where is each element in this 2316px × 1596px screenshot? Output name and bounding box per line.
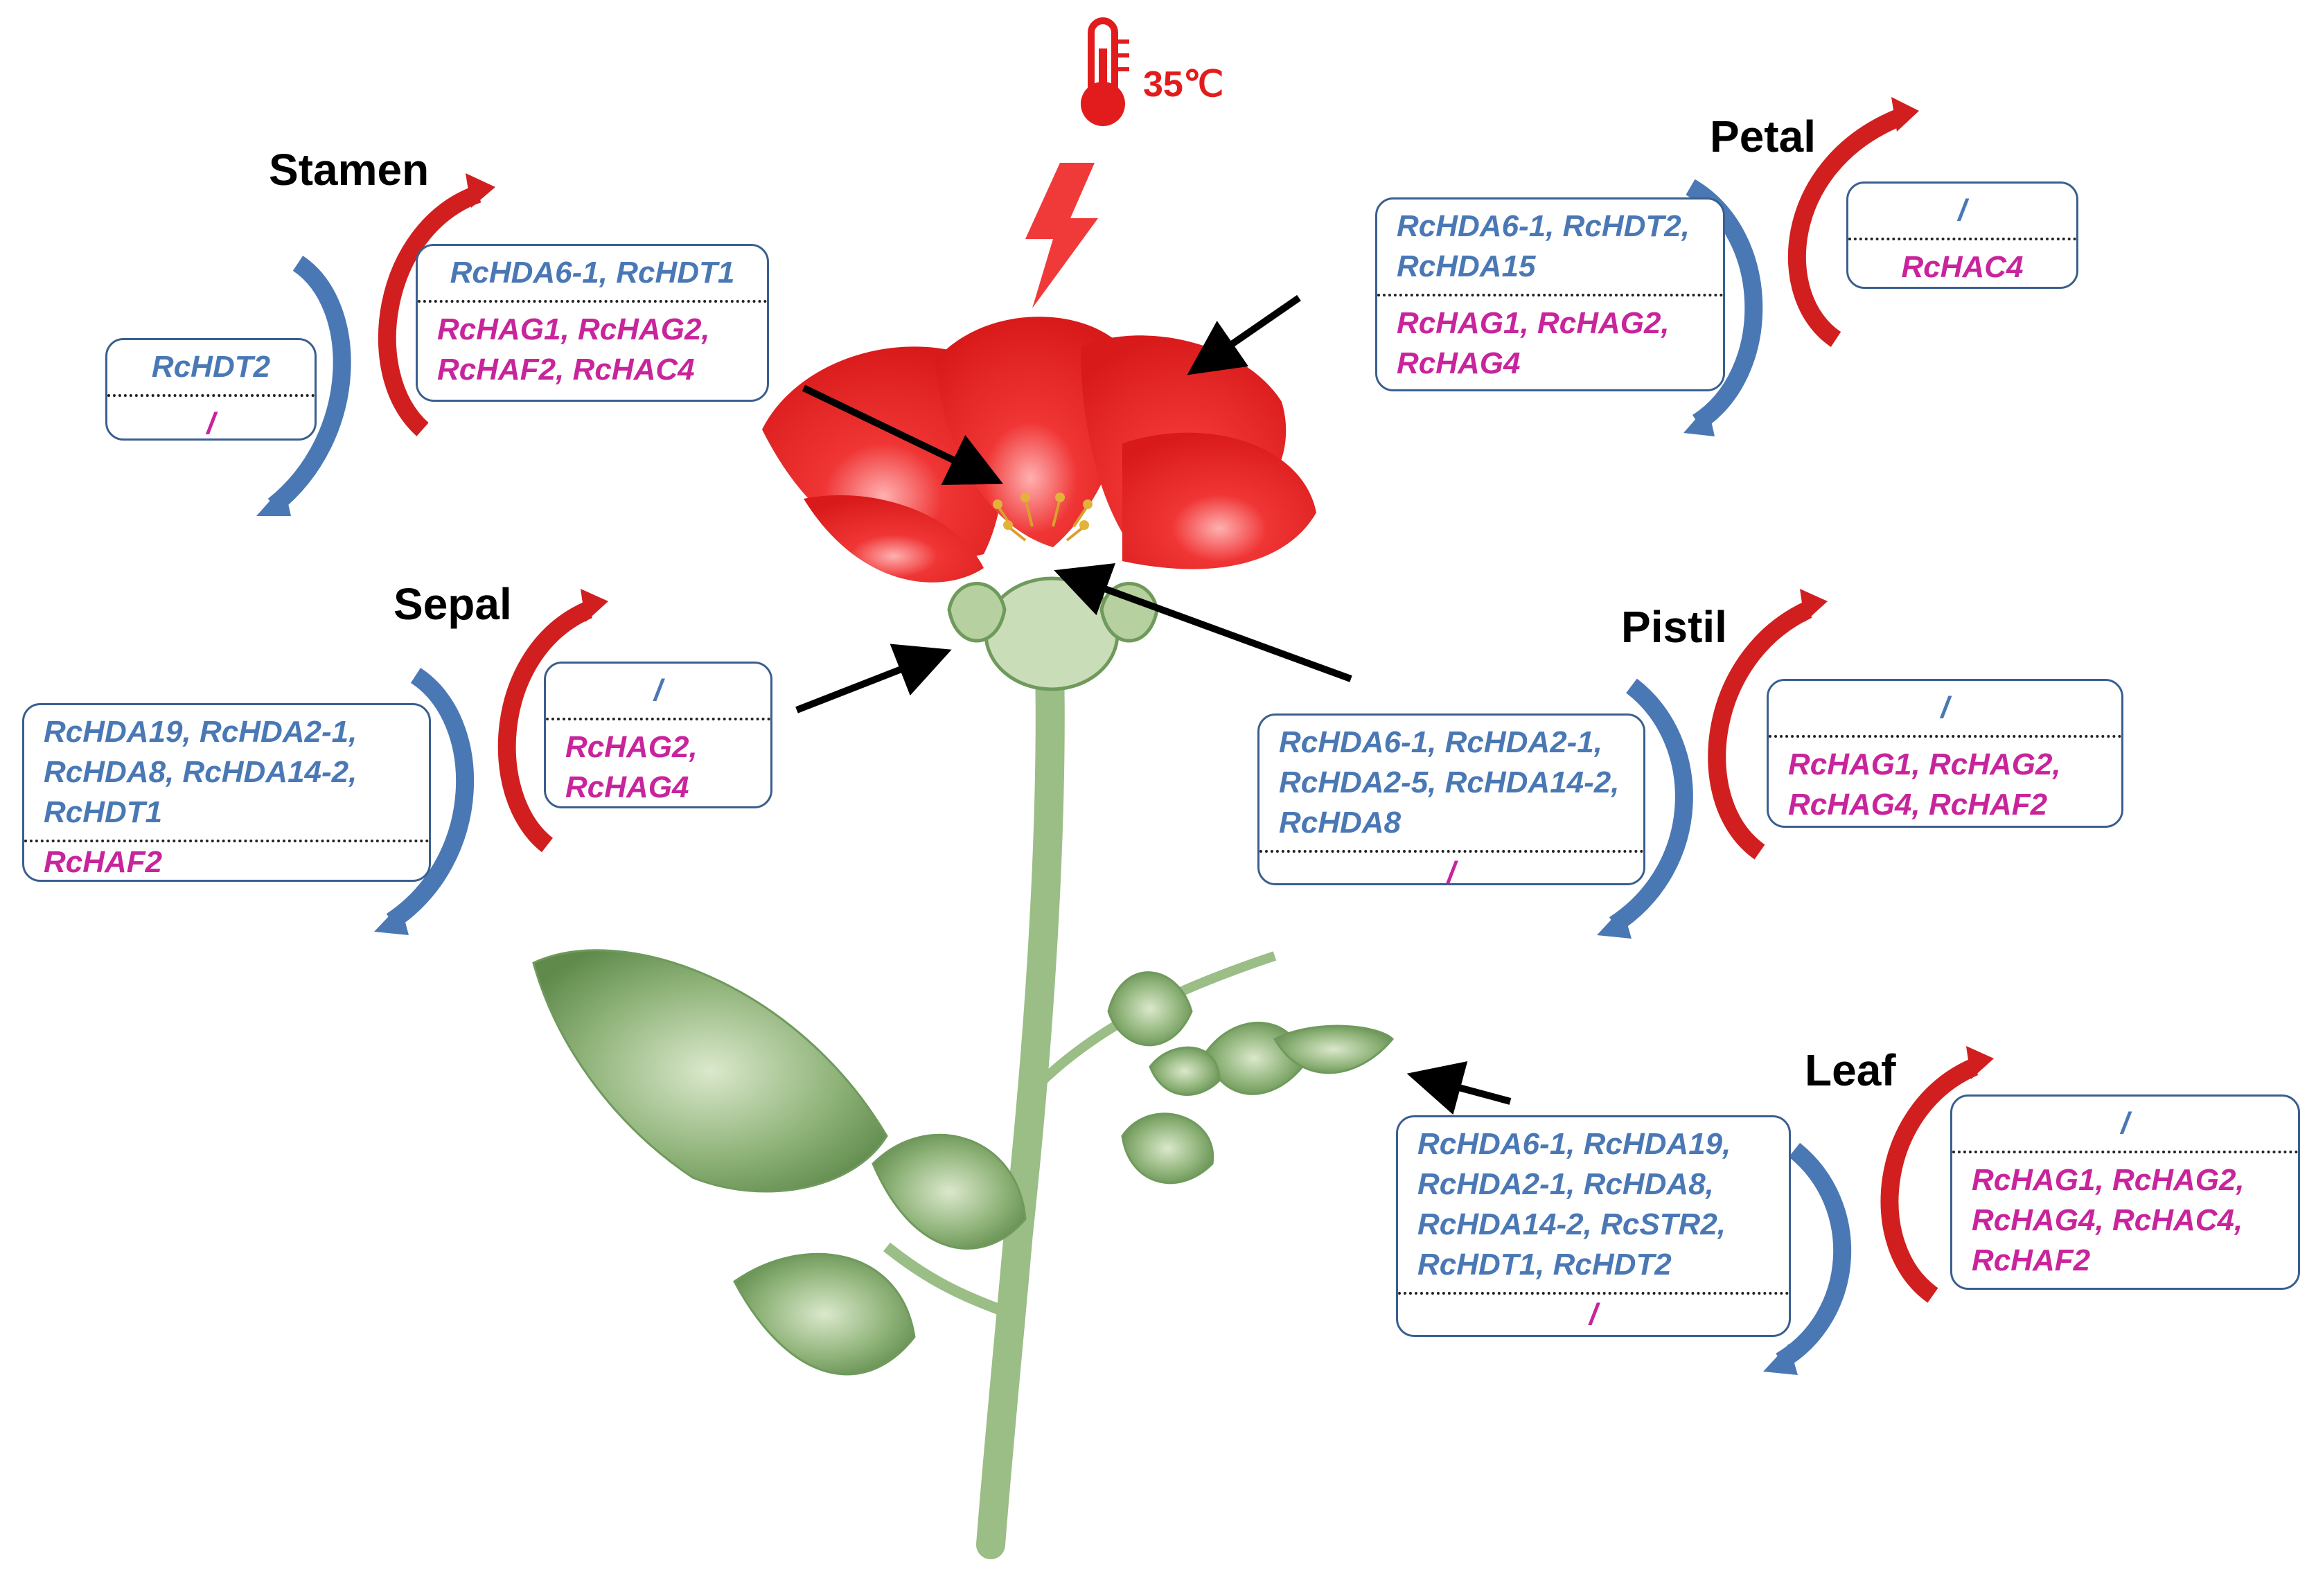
gene-line: RcHDA6-1, RcHDA2-1, [1279,725,1603,759]
gene-line: RcHDA6-1, RcHDA19, [1417,1127,1731,1161]
divider [1769,735,2121,738]
gene-list-up: RcHAG1, RcHAG2, RcHAG4, RcHAF2 [1769,738,2121,832]
divider [1952,1151,2298,1153]
organ-label-leaf: Leaf [1805,1045,1896,1095]
gene-list-up: / [206,407,215,441]
gene-line: RcHDA8, RcHDA14-2, [44,755,357,789]
gene-line: RcHAG4, RcHAF2 [1788,788,2048,822]
pointer-arrows [795,294,1512,1115]
gene-line: RcHAG4 [565,770,689,804]
sepal-left-box: RcHDA19, RcHDA2-1, RcHDA8, RcHDA14-2, Rc… [22,703,431,882]
thermometer-icon [1081,17,1129,126]
leaf-left-box: RcHDA6-1, RcHDA19, RcHDA2-1, RcHDA8, RcH… [1396,1115,1791,1337]
gene-list-up: RcHAC4 [1901,250,2024,284]
gene-list-up: RcHAG1, RcHAG2, RcHAG4, RcHAC4, RcHAF2 [1952,1153,2298,1288]
gene-list-up: RcHAG1, RcHAG2, RcHAG4 [1377,296,1723,391]
divider [418,300,767,303]
stamen-left-box: RcHDT2 / [105,338,317,441]
pistil-left-box: RcHDA6-1, RcHDA2-1, RcHDA2-5, RcHDA14-2,… [1257,713,1645,889]
divider [1848,238,2076,240]
divider [546,718,770,720]
gene-list-up: / [1447,855,1456,889]
gene-line: RcHAF2, RcHAC4 [437,353,695,387]
gene-list-down: RcHDA19, RcHDA2-1, RcHDA8, RcHDA14-2, Rc… [24,705,429,840]
gene-list-down: RcHDT2 [151,350,271,384]
gene-line: RcHDA2-1, RcHDA8, [1417,1167,1714,1201]
gene-line: RcHAG1, RcHAG2, [1788,747,2061,781]
organ-label-stamen: Stamen [269,145,430,195]
temperature-label: 35℃ [1143,64,1224,105]
sepal-right-box: / RcHAG2, RcHAG4 [544,662,772,808]
petal-right-box: / RcHAC4 [1846,181,2078,289]
gene-line: RcHAG4, RcHAC4, [1972,1203,2243,1237]
gene-list-down: RcHDA6-1, RcHDA2-1, RcHDA2-5, RcHDA14-2,… [1259,716,1643,850]
stem [976,650,1065,1559]
gene-line: RcHDA2-5, RcHDA14-2, [1279,765,1620,799]
gene-list-up: RcHAG2, RcHAG4 [546,720,770,815]
lightning-icon [1025,163,1098,308]
gene-list-down: / [1941,691,1950,725]
gene-list-down: / [1958,193,1967,227]
gene-line: RcHDA14-2, RcSTR2, [1417,1207,1726,1241]
gene-list-down: RcHDA6-1, RcHDT1 [450,256,735,290]
organ-label-petal: Petal [1710,112,1816,161]
regulation-arrows [256,97,1994,1375]
leaf-right-box: / RcHAG1, RcHAG2, RcHAG4, RcHAC4, RcHAF2 [1950,1094,2300,1290]
gene-list-down: / [653,673,663,707]
gene-line: RcHDA8 [1279,806,1402,840]
pistil-right-box: / RcHAG1, RcHAG2, RcHAG4, RcHAF2 [1767,679,2123,828]
gene-list-down: RcHDA6-1, RcHDA19, RcHDA2-1, RcHDA8, RcH… [1398,1117,1789,1292]
gene-list-down: / [2121,1106,2130,1140]
gene-list-up: RcHAG1, RcHAG2, RcHAF2, RcHAC4 [418,303,767,397]
gene-line: RcHDT1 [44,795,163,829]
gene-line: RcHDA15 [1397,249,1536,283]
petal-left-box: RcHDA6-1, RcHDT2, RcHDA15 RcHAG1, RcHAG2… [1375,197,1725,391]
organ-label-pistil: Pistil [1621,602,1727,652]
stamen-right-box: RcHDA6-1, RcHDT1 RcHAG1, RcHAG2, RcHAF2,… [416,244,769,402]
rose-bloom [762,317,1316,583]
organ-label-sepal: Sepal [394,579,512,629]
divider [1398,1292,1789,1295]
gene-line: RcHDA6-1, RcHDT2, [1397,209,1690,243]
gene-line: RcHAG2, [565,730,698,764]
gene-line: RcHDA19, RcHDA2-1, [44,715,357,749]
gene-line: RcHAG1, RcHAG2, [1397,306,1670,340]
gene-line: RcHAG4 [1397,346,1521,380]
gene-list-up: / [1589,1297,1598,1331]
gene-line: RcHAG1, RcHAG2, [1972,1163,2245,1197]
divider [107,394,315,397]
gene-list-down: RcHDA6-1, RcHDT2, RcHDA15 [1377,200,1723,294]
gene-line: RcHAF2 [1972,1243,2091,1277]
divider [1377,294,1723,296]
gene-list-up: RcHAF2 [44,845,163,879]
leaves [532,949,1395,1376]
divider [24,840,429,842]
gene-line: RcHDT1, RcHDT2 [1417,1248,1672,1282]
gene-line: RcHAG1, RcHAG2, [437,312,710,346]
divider [1259,850,1643,853]
